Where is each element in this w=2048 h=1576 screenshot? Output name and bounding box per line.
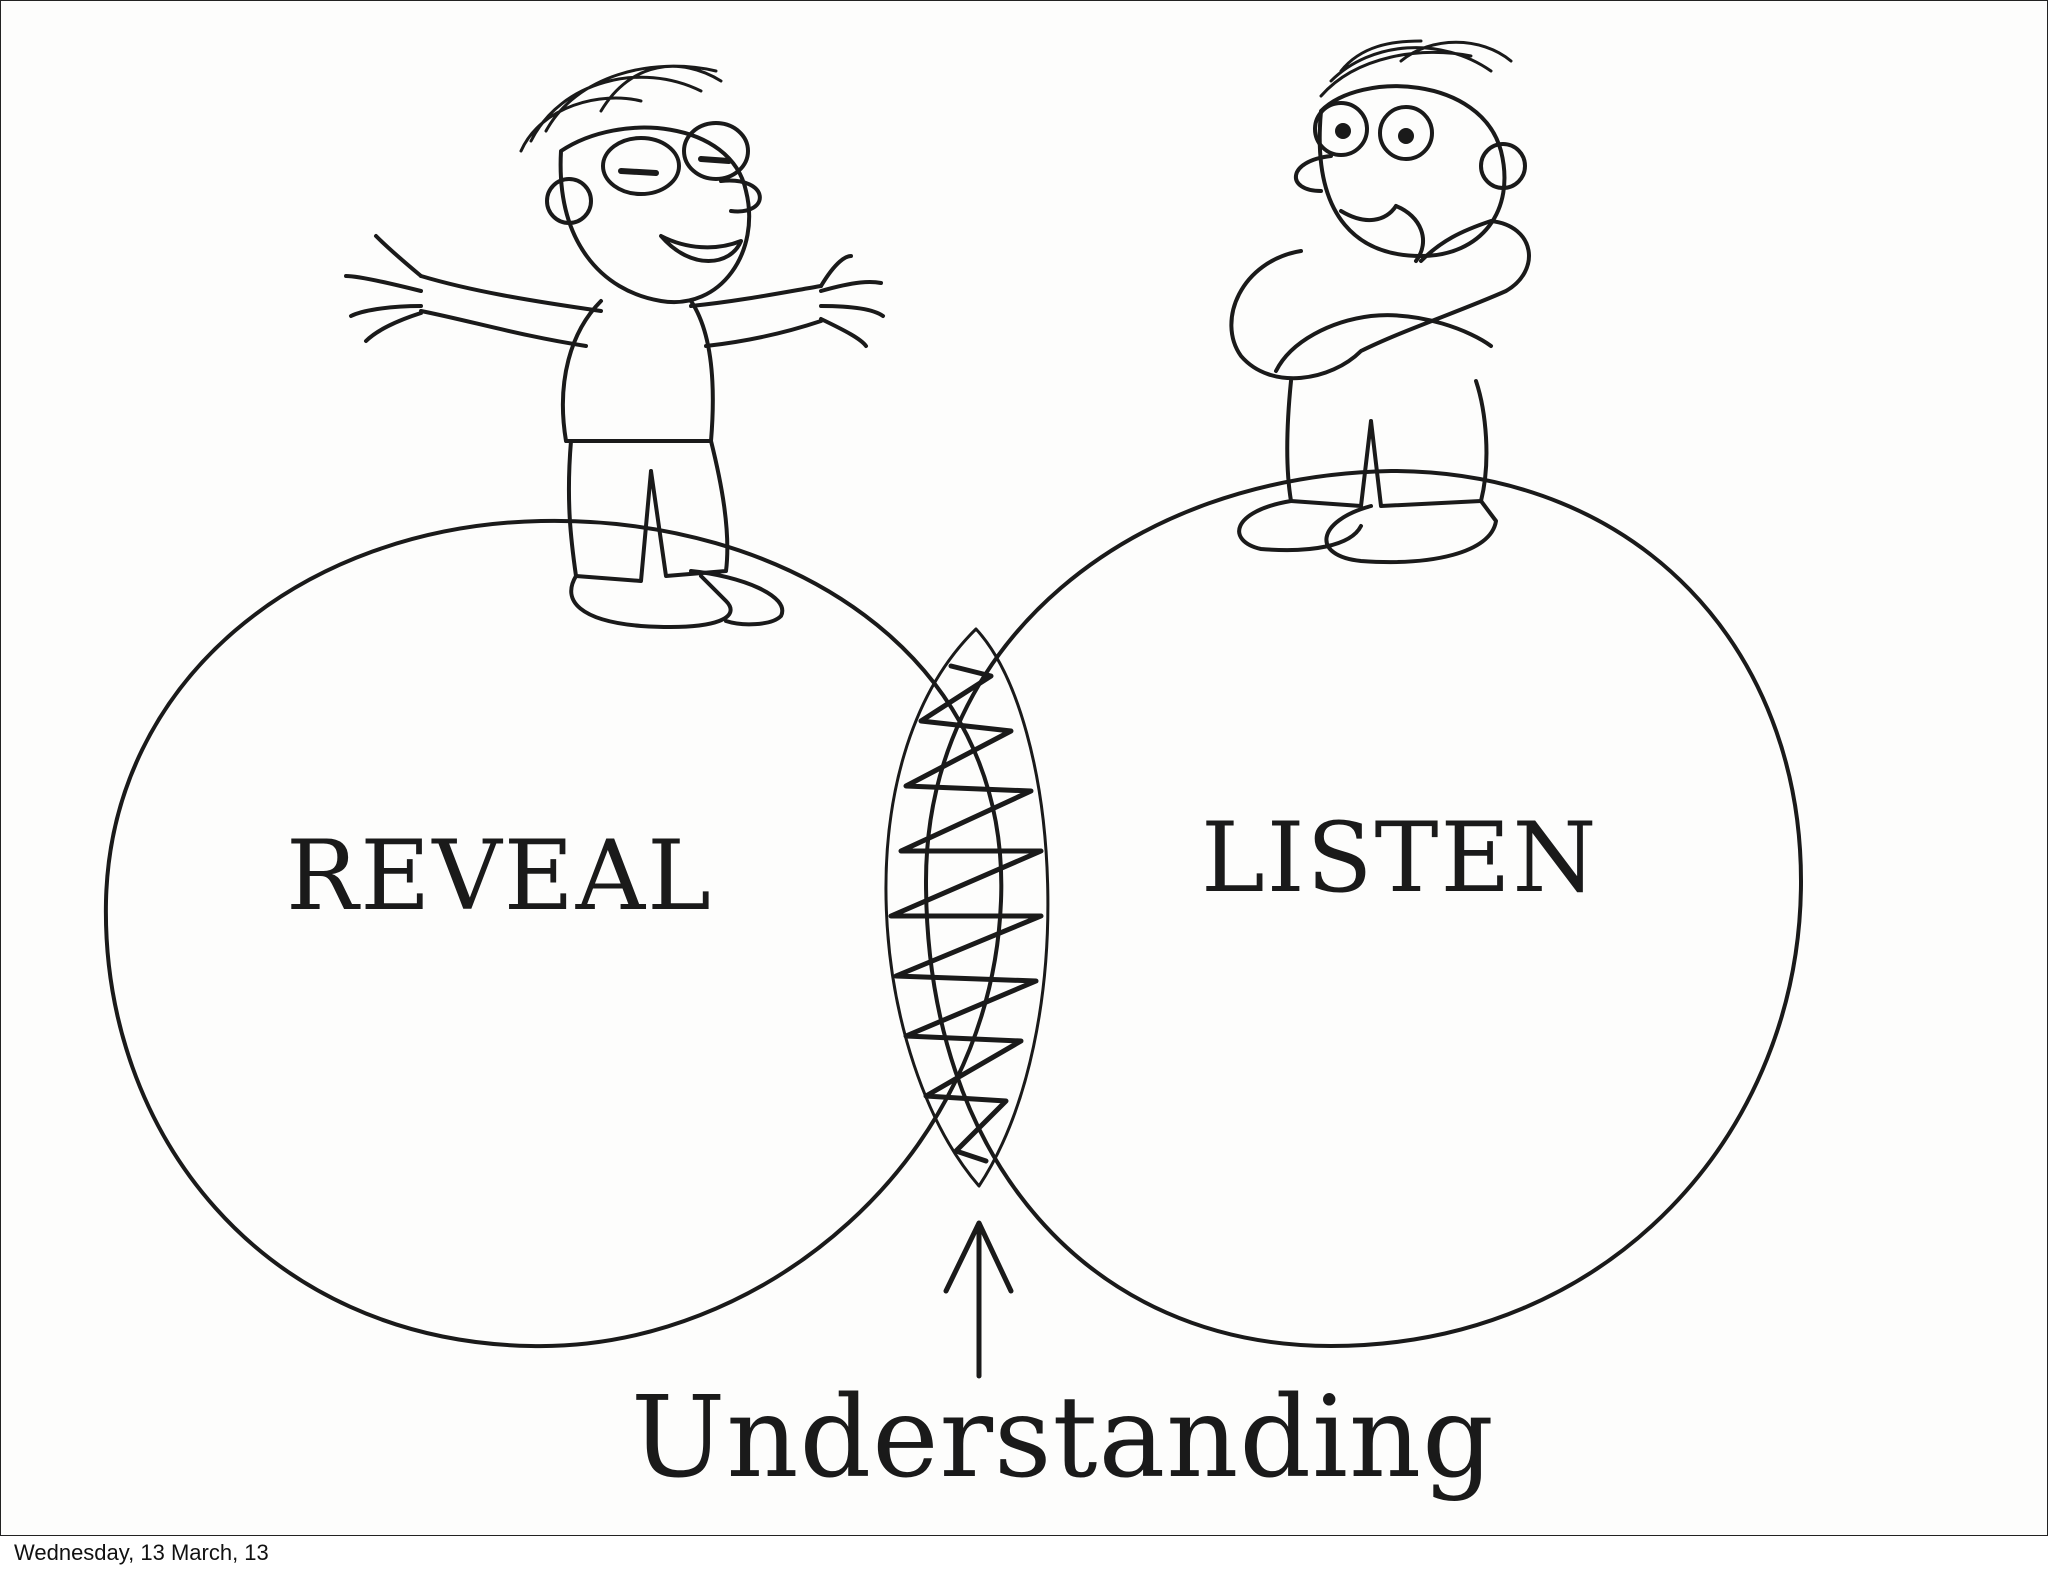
venn-diagram: REVEAL LISTEN Understanding [103,39,1803,1503]
reveal-label: REVEAL [286,820,713,932]
slide-frame: REVEAL LISTEN Understanding [0,0,2048,1536]
revealing-person [344,64,885,629]
listen-label: LISTEN [1201,802,1599,914]
arrow-head [943,1220,1014,1294]
listening-person [1229,39,1531,565]
reveal-circle [103,518,1004,1349]
intersection-outline [884,627,1050,1188]
slide-date-footer: Wednesday, 13 March, 13 [14,1540,269,1565]
understanding-label: Understanding [631,1373,1495,1503]
intersection-hatching [888,663,1044,1164]
